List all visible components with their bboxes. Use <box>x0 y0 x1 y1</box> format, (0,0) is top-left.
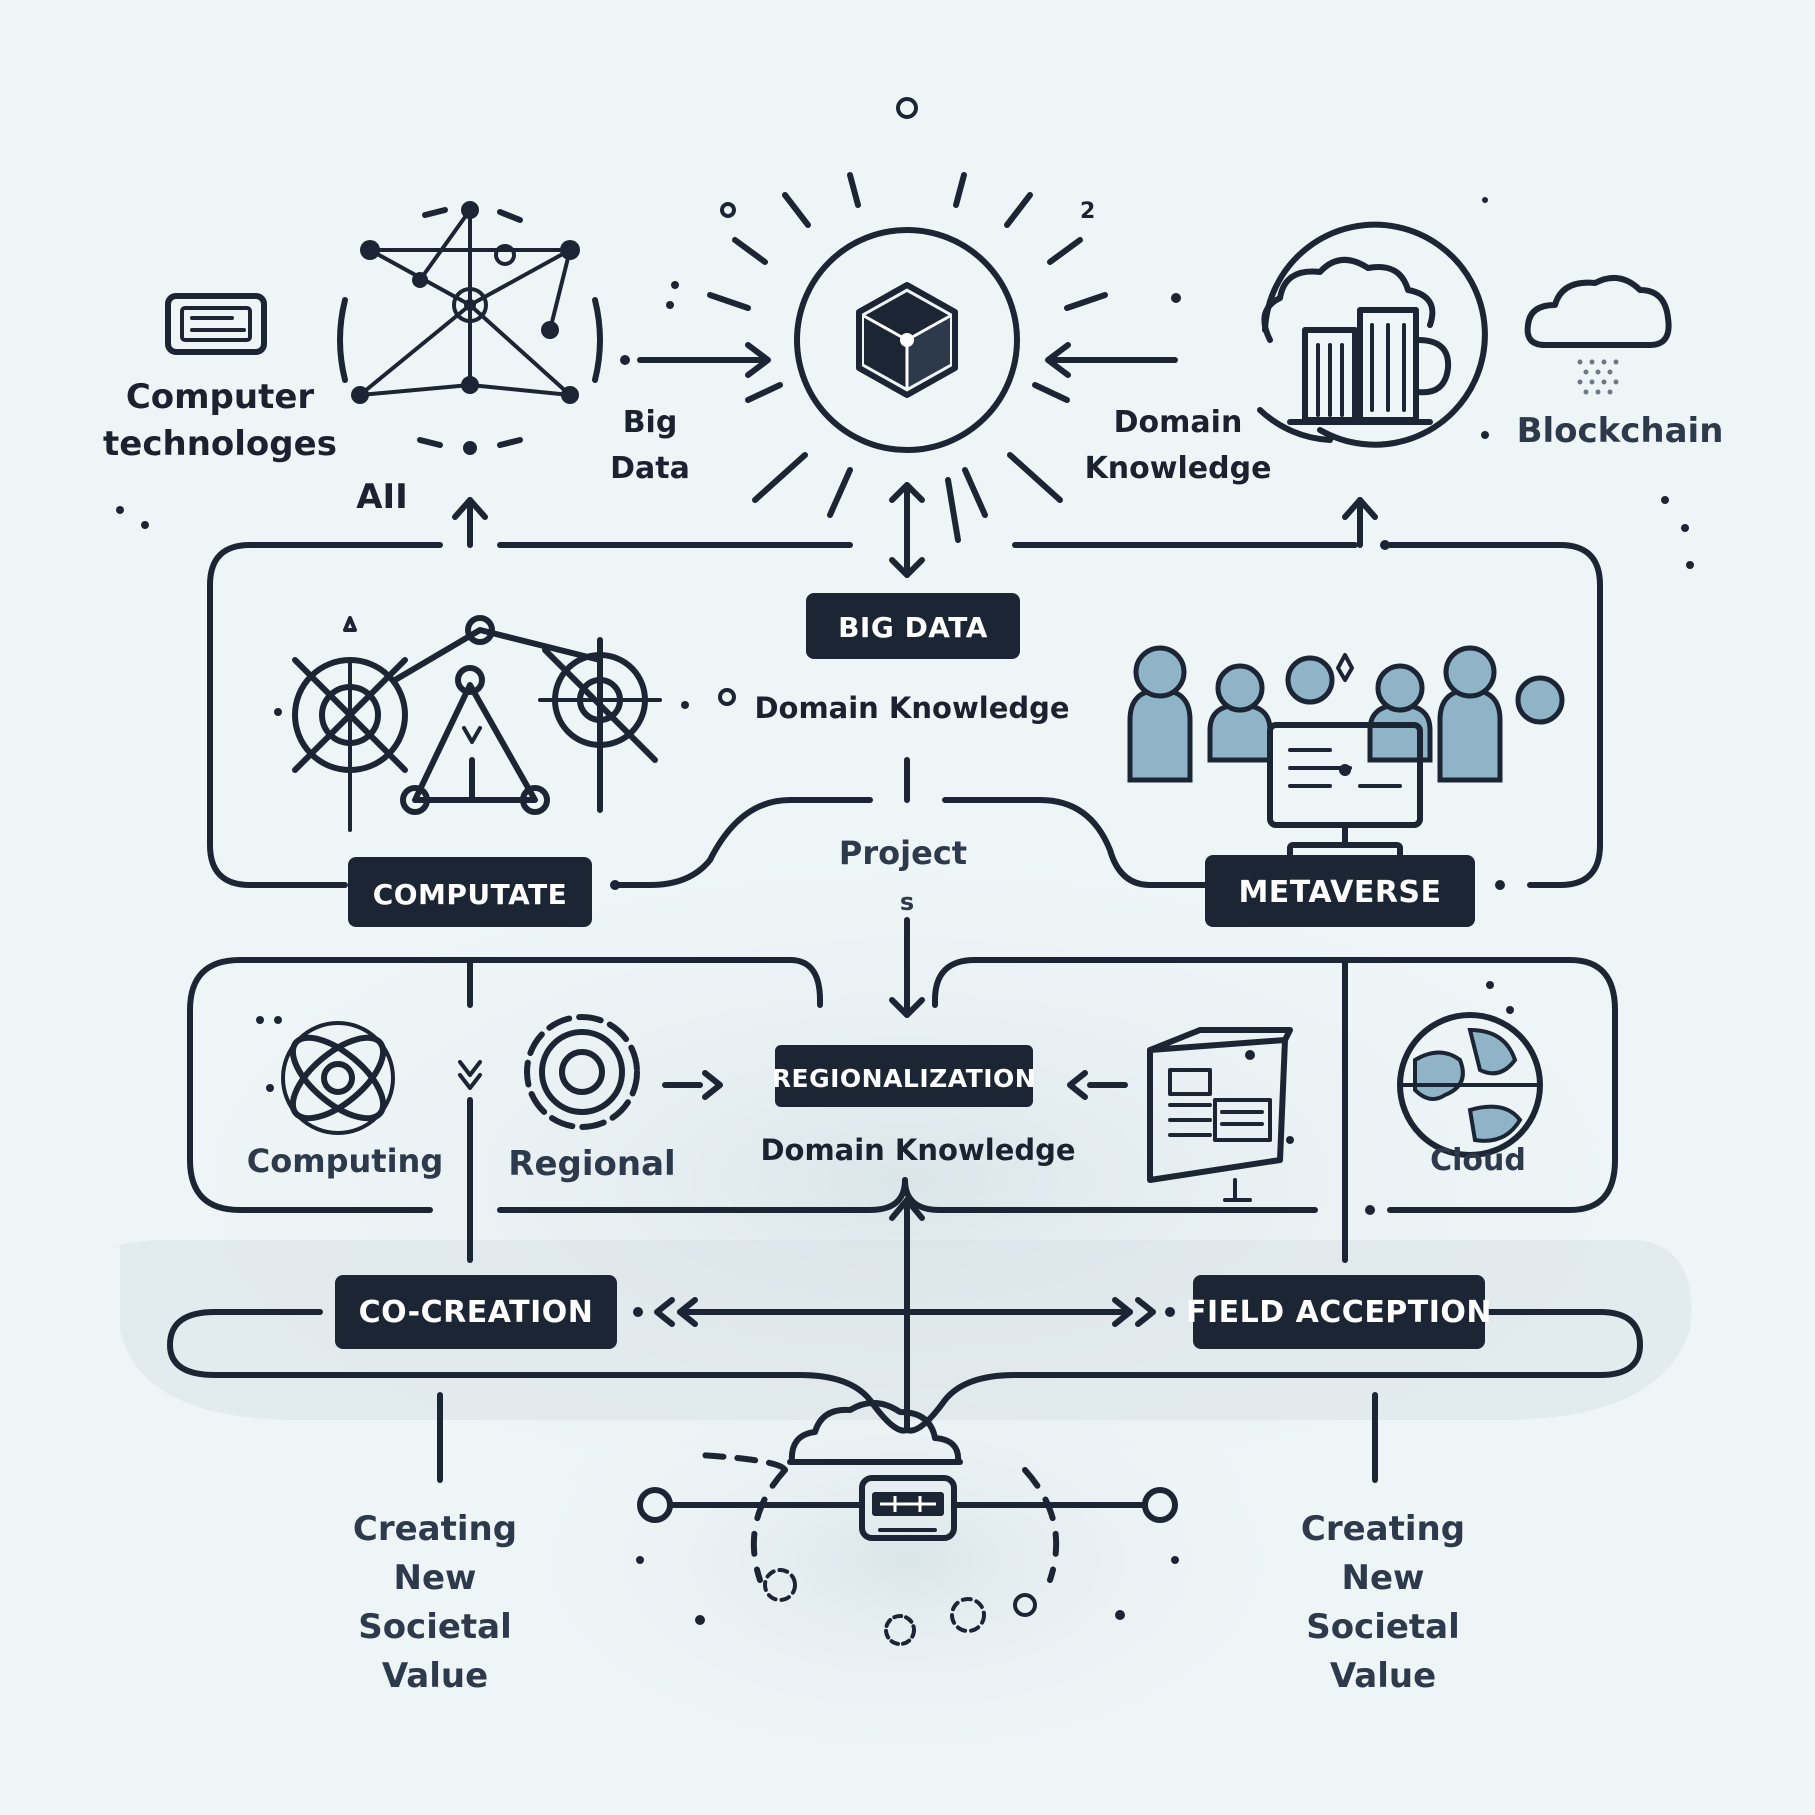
target-network-icon <box>274 615 689 832</box>
background-haze-bottom <box>487 1340 1327 1780</box>
co-creation-tag-label: CO-CREATION <box>359 1295 594 1330</box>
scatter-dots <box>116 197 1488 529</box>
arrow-domain-to-center <box>1045 342 1178 378</box>
arrow-big-data-to-center <box>620 342 771 378</box>
ai-label: AII <box>356 477 408 517</box>
middle-frame <box>187 917 1618 1263</box>
creating-left-line1: Creating <box>353 1509 517 1549</box>
atom-icon <box>256 1016 395 1135</box>
big-data-top-label-line2: Data <box>610 451 690 486</box>
field-acception-tag-label: FIELD ACCEPTION <box>1186 1295 1492 1330</box>
domain-knowledge-top-label-line2: Knowledge <box>1085 451 1272 486</box>
browser-window-icon <box>1147 1027 1293 1202</box>
network-graph-icon <box>337 201 603 455</box>
computate-tag-label: COMPUTATE <box>373 878 568 911</box>
cloud-rain-icon <box>1481 274 1694 569</box>
regionalization-tag[interactable]: REGIONALIZATION <box>772 1045 1036 1107</box>
metaverse-tag-label: METAVERSE <box>1238 875 1441 910</box>
co-creation-tag[interactable]: CO-CREATION <box>335 1275 617 1349</box>
computing-label: Computing <box>247 1142 443 1180</box>
domain-knowledge-mid-label: Domain Knowledge <box>754 691 1069 725</box>
metaverse-tag[interactable]: METAVERSE <box>1205 855 1475 927</box>
creating-right-line1: Creating <box>1301 1509 1465 1549</box>
blockchain-label: Blockchain <box>1517 411 1724 451</box>
regional-label: Regional <box>508 1144 675 1184</box>
terminal-icon <box>165 293 267 355</box>
domain-knowledge-top-label-line1: Domain <box>1114 405 1243 440</box>
computer-technologies-label-line1: Computer <box>126 377 315 417</box>
people-monitor-icon <box>1127 645 1565 862</box>
creating-right-line2: New <box>1342 1558 1425 1598</box>
big-data-tag-label: BIG DATA <box>838 611 988 644</box>
big-data-top-label-line1: Big <box>623 405 678 440</box>
creating-left-line3: Societal <box>358 1607 512 1647</box>
big-data-tag[interactable]: BIG DATA <box>806 593 1020 659</box>
creating-right-line4: Value <box>1330 1656 1436 1696</box>
field-acception-tag[interactable]: FIELD ACCEPTION <box>1186 1275 1492 1349</box>
computate-tag[interactable]: COMPUTATE <box>348 857 592 927</box>
domain-knowledge-low-label: Domain Knowledge <box>760 1133 1075 1167</box>
cloud-label: Cloud <box>1430 1143 1526 1178</box>
cloud-chip-icon <box>636 1400 1179 1646</box>
stray-glyph: 2 <box>1080 199 1095 224</box>
gear-icon <box>524 1014 640 1130</box>
cube-sun-icon: 2 <box>707 97 1108 543</box>
city-cloud-icon <box>1171 221 1488 448</box>
creating-left-line4: Value <box>382 1656 488 1696</box>
globe-icon <box>1397 1012 1543 1158</box>
upper-frame <box>207 482 1603 890</box>
bottom-frame <box>167 1197 1643 1483</box>
project-label-line1: Project <box>839 834 967 872</box>
regionalization-tag-label: REGIONALIZATION <box>772 1064 1036 1093</box>
creating-right-line3: Societal <box>1306 1607 1460 1647</box>
creating-left-line2: New <box>394 1558 477 1598</box>
project-label-line2: s <box>900 888 914 916</box>
small-ring <box>718 688 736 706</box>
computer-technologies-label-line2: technologes <box>103 424 337 464</box>
